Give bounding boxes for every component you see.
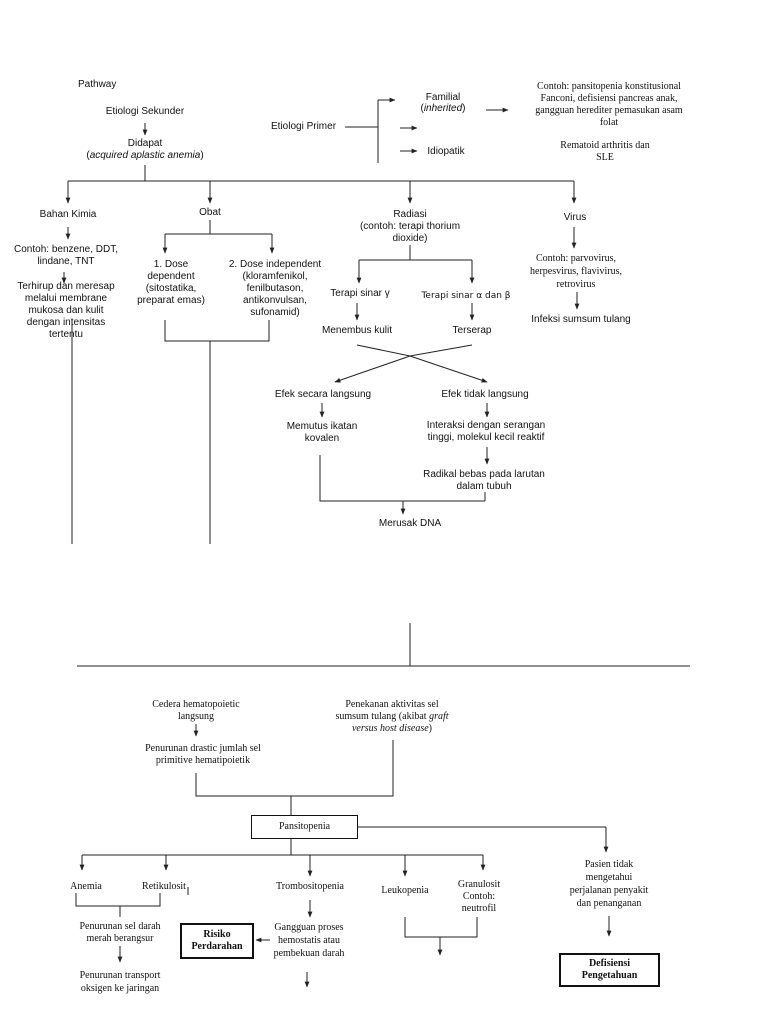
- bahan-kimia-desc-line4: dengan intensitas: [26, 317, 106, 328]
- bahan-kimia-label: Bahan Kimia: [39, 209, 97, 220]
- retikulosit-label: Retikulosit: [142, 881, 186, 892]
- dose-dependent-line2: dependent: [147, 271, 195, 282]
- defisiensi-pengetahuan-box: Defisiensi Pengetahuan: [559, 953, 660, 987]
- bahan-kimia-desc-line1: Terhirup dan meresap: [17, 281, 115, 292]
- penekanan-line3: versus host disease): [352, 723, 432, 735]
- bahan-kimia-contoh-line1: Contoh: benzene, DDT,: [14, 244, 118, 255]
- radiasi-contoh-line1: (contoh: terapi thorium: [359, 221, 461, 232]
- bahan-kimia-desc-line5: tertentu: [49, 329, 83, 340]
- memutus-line1: Memutus ikatan: [286, 421, 358, 432]
- pansitopenia-box: Pansitopenia: [251, 815, 358, 839]
- gangguan-line2: hemostatis atau: [278, 935, 340, 946]
- granulosit-line2: Contoh:: [462, 891, 496, 902]
- virus-label: Virus: [563, 212, 587, 223]
- interaksi-line2: tinggi, molekul kecil reaktif: [427, 432, 545, 443]
- defisiensi-line1: Defisiensi: [588, 958, 631, 969]
- virus-contoh-line2: herpesvirus, flavivirus,: [530, 266, 622, 277]
- merusak-dna-label: Merusak DNA: [378, 518, 442, 529]
- bahan-kimia-contoh-line2: lindane, TNT: [37, 256, 95, 267]
- bahan-kimia-desc-line2: melalui membrane: [24, 293, 108, 304]
- efek-langsung-label: Efek secara langsung: [274, 389, 372, 400]
- dose-independent-line1: 2. Dose independent: [228, 259, 322, 270]
- obat-label: Obat: [199, 207, 221, 218]
- acquired-label: (acquired aplastic anemia): [86, 150, 204, 161]
- graft-text: graft: [429, 711, 449, 722]
- risiko-line2: Perdarahan: [191, 941, 243, 952]
- contoh-familial-line1: Contoh: pansitopenia konstitusional: [537, 81, 681, 92]
- efek-tidak-langsung-label: Efek tidak langsung: [441, 389, 529, 400]
- granulosit-line3: neutrofil: [461, 903, 497, 914]
- trombositopenia-label: Trombositopenia: [276, 881, 344, 892]
- pathway-title: Pathway: [78, 79, 117, 90]
- penurunan-sel-line1: Penurunan sel darah: [79, 921, 161, 932]
- penurunan-drastic-line1: Penurunan drastic jumlah sel: [145, 743, 261, 754]
- anemia-label: Anemia: [70, 881, 102, 892]
- contoh-familial-line3: gangguan herediter pemasukan asam: [535, 105, 683, 116]
- terapi-gamma-label: Terapi sinar γ: [330, 288, 390, 299]
- penekanan-line1: Penekanan aktivitas sel: [345, 699, 439, 710]
- radikal-line2: dalam tubuh: [456, 481, 512, 492]
- infeksi-sumsum-label: Infeksi sumsum tulang: [531, 314, 631, 325]
- familial-label: Familial: [425, 92, 461, 103]
- didapat-label: Didapat: [127, 138, 163, 149]
- virus-contoh-line3: retrovirus: [556, 279, 596, 290]
- penekanan-line2-text: sumsum tulang (akibat: [335, 711, 430, 722]
- cedera-line2: langsung: [177, 711, 215, 722]
- pasien-line1: Pasien tidak: [584, 859, 634, 870]
- dose-dependent-line1: 1. Dose: [153, 259, 189, 270]
- bahan-kimia-desc-line3: mukosa dan kulit: [28, 305, 104, 316]
- penurunan-drastic-line2: primitive hematipoietik: [155, 755, 251, 766]
- pasien-line4: dan penanganan: [576, 898, 642, 909]
- pansitopenia-label: Pansitopenia: [278, 821, 331, 832]
- cedera-line1: Cedera hematopoietic: [152, 699, 240, 710]
- penurunan-transport-line1: Penurunan transport: [79, 970, 161, 981]
- idiopatik-label: Idiopatik: [427, 146, 465, 157]
- menembus-kulit-label: Menembus kulit: [321, 325, 393, 336]
- dose-dependent-line4: preparat emas): [137, 295, 205, 306]
- contoh-familial-line4: folat: [599, 117, 619, 128]
- granulosit-line1: Granulosit: [457, 879, 501, 890]
- pasien-line3: perjalanan penyakit: [569, 885, 649, 896]
- leukopenia-label: Leukopenia: [381, 885, 429, 896]
- dose-independent-line2: (kloramfenikol,: [242, 271, 308, 282]
- terserap-label: Terserap: [452, 325, 492, 336]
- memutus-line2: kovalen: [304, 433, 340, 444]
- gvhd-text: versus host disease: [351, 723, 429, 734]
- gangguan-line1: Gangguan proses: [274, 922, 344, 933]
- pasien-line2: mengetahui: [585, 872, 633, 883]
- penekanan-line3-end: ): [428, 723, 433, 734]
- dose-dependent-line3: (sitostatika,: [145, 283, 197, 294]
- dose-independent-line4: antikonvulsan,: [243, 295, 307, 306]
- radikal-line1: Radikal bebas pada larutan: [423, 469, 545, 480]
- radiasi-label: Radiasi: [393, 209, 427, 220]
- virus-contoh-line1: Contoh: parvovirus,: [536, 253, 616, 264]
- defisiensi-line2: Pengetahuan: [581, 970, 638, 981]
- risiko-perdarahan-box: Risiko Perdarahan: [180, 923, 254, 959]
- etiologi-sekunder-label: Etiologi Sekunder: [105, 106, 185, 117]
- penurunan-sel-line2: merah berangsur: [86, 933, 154, 944]
- gangguan-line3: pembekuan darah: [273, 948, 345, 959]
- contoh-idiopatik-line1: Rematoid arthritis dan: [560, 140, 650, 151]
- inherited-text: inherited: [423, 103, 463, 114]
- dose-independent-line3: fenilbutason,: [246, 283, 304, 294]
- acquired-text: acquired aplastic anemia: [89, 150, 201, 161]
- contoh-familial-line2: Fanconi, defisiensi pancreas anak,: [540, 93, 678, 104]
- penekanan-line2: sumsum tulang (akibat graft: [335, 711, 448, 723]
- dose-independent-line5: sufonamid): [250, 307, 300, 318]
- radiasi-contoh-line2: dioxide): [392, 233, 428, 244]
- etiologi-primer-label: Etiologi Primer: [271, 121, 337, 132]
- terapi-alpha-beta-label: Terapi sinar α dan β: [421, 291, 511, 301]
- inherited-label: (inherited): [420, 103, 466, 114]
- contoh-idiopatik-line2: SLE: [596, 152, 614, 163]
- risiko-line1: Risiko: [203, 929, 231, 940]
- interaksi-line1: Interaksi dengan serangan: [426, 420, 546, 431]
- penurunan-transport-line2: oksigen ke jaringan: [80, 983, 160, 994]
